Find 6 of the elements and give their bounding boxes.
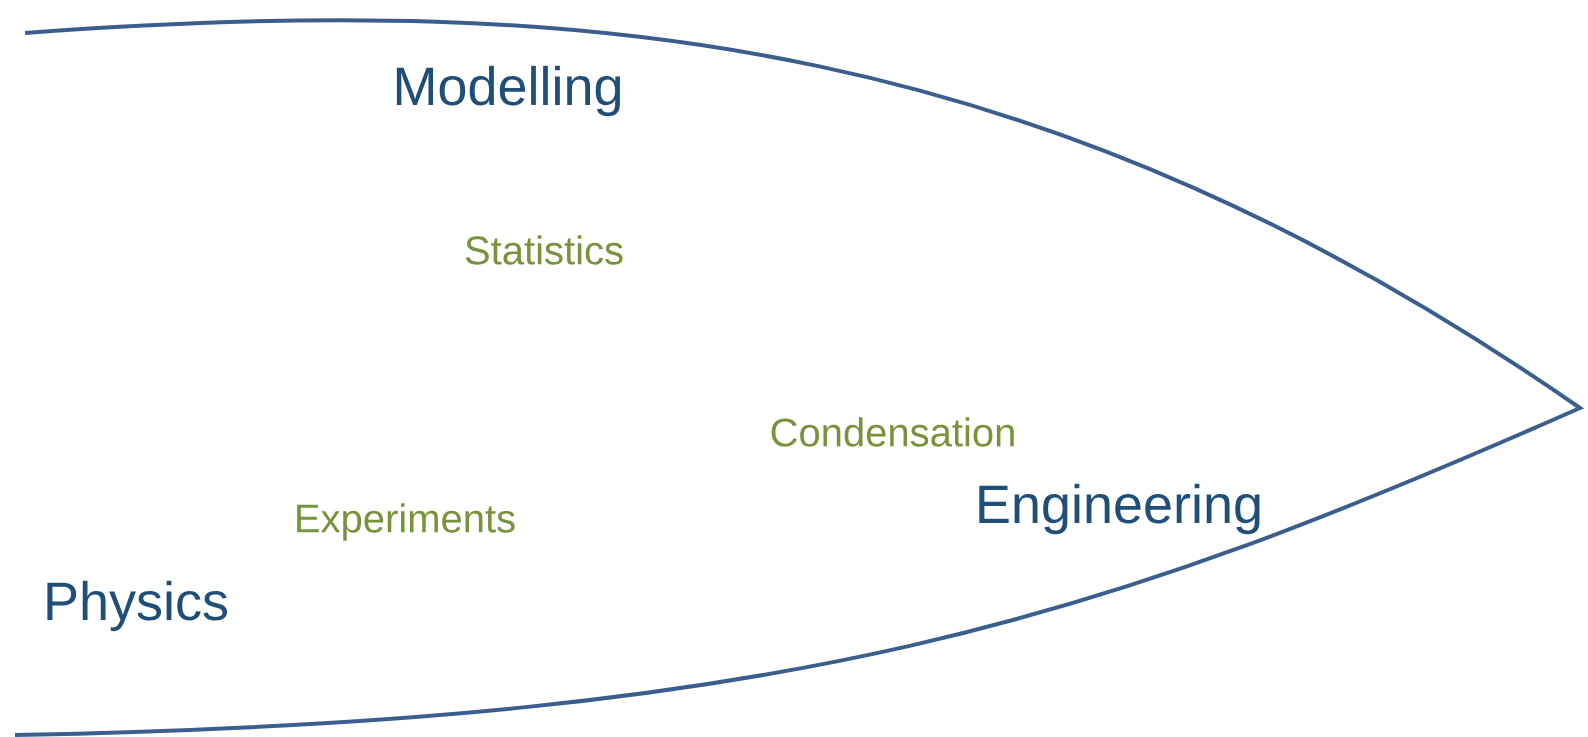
label-text: Condensation [771, 417, 1014, 447]
label-text: Modelling [396, 65, 621, 117]
label-text: Experiments [297, 503, 515, 541]
label-text: Physics [47, 580, 228, 632]
label-text: Statistics [465, 235, 623, 265]
label-text: Engineering [979, 483, 1260, 535]
